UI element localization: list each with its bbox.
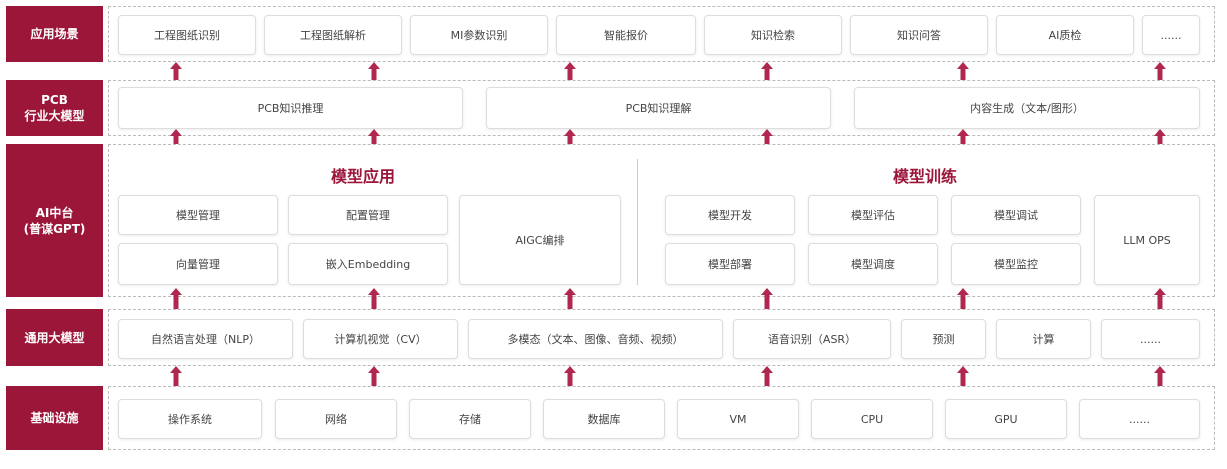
infra-box: GPU — [945, 399, 1067, 439]
model-train-box: 模型评估 — [808, 195, 938, 235]
scene-box: 工程图纸解析 — [264, 15, 402, 55]
row-label-pcb-model: PCB 行业大模型 — [6, 80, 103, 136]
row-label-ai-platform: AI中台 (普谋GPT) — [6, 144, 103, 297]
row-label-text: 基础设施 — [30, 411, 79, 425]
model-app-box: AIGC编排 — [459, 195, 621, 285]
pcb-box: PCB知识理解 — [486, 87, 831, 129]
model-train-box: 模型开发 — [665, 195, 795, 235]
ai-platform-panel: 模型应用 模型训练 模型管理 配置管理 向量管理 嵌入Embedding AIG… — [108, 144, 1215, 297]
row-label-line2: (普谋GPT) — [23, 221, 86, 236]
scene-box: 工程图纸识别 — [118, 15, 256, 55]
up-arrow-icon — [368, 62, 380, 80]
infra-box: VM — [677, 399, 799, 439]
general-model-box: 计算机视觉（CV） — [303, 319, 458, 359]
up-arrow-icon — [761, 288, 773, 309]
up-arrow-icon — [564, 288, 576, 309]
general-model-box: 预测 — [901, 319, 986, 359]
row-label-infra: 基础设施 — [6, 386, 103, 450]
up-arrow-icon — [957, 62, 969, 80]
row-label-general-model: 通用大模型 — [6, 309, 103, 366]
general-model-panel: 自然语言处理（NLP） 计算机视觉（CV） 多模态（文本、图像、音频、视频） 语… — [108, 309, 1215, 366]
up-arrow-icon — [170, 288, 182, 309]
up-arrow-icon — [957, 129, 969, 144]
model-train-box: 模型监控 — [951, 243, 1081, 285]
up-arrow-icon — [564, 62, 576, 80]
general-model-box: 多模态（文本、图像、音频、视频） — [468, 319, 723, 359]
infra-box: CPU — [811, 399, 933, 439]
row-label-line1: AI中台 — [35, 205, 74, 220]
model-train-box: 模型调试 — [951, 195, 1081, 235]
up-arrow-icon — [564, 366, 576, 386]
scene-box: AI质检 — [996, 15, 1134, 55]
row-label-line2: 行业大模型 — [24, 109, 85, 123]
pcb-box: PCB知识推理 — [118, 87, 463, 129]
pcb-box: 内容生成（文本/图形） — [854, 87, 1200, 129]
up-arrow-icon — [564, 129, 576, 144]
model-train-box: 模型调度 — [808, 243, 938, 285]
scene-box: MI参数识别 — [410, 15, 548, 55]
up-arrow-icon — [170, 129, 182, 144]
pcb-model-panel: PCB知识推理 PCB知识理解 内容生成（文本/图形） — [108, 80, 1215, 136]
infra-box: 操作系统 — [118, 399, 262, 439]
section-divider — [637, 159, 638, 285]
row-label-text: 通用大模型 — [24, 330, 85, 345]
scene-box: 知识检索 — [704, 15, 842, 55]
row-label-app-scene: 应用场景 — [6, 6, 103, 62]
up-arrow-icon — [1154, 129, 1166, 144]
scene-box: ...... — [1142, 15, 1200, 55]
infra-box: 存储 — [409, 399, 531, 439]
up-arrow-icon — [170, 62, 182, 80]
row-label-text: 应用场景 — [30, 27, 79, 41]
infra-box: 网络 — [275, 399, 397, 439]
model-app-title: 模型应用 — [331, 167, 396, 186]
infra-box: ...... — [1079, 399, 1200, 439]
row-label-line1: PCB — [41, 93, 68, 107]
infra-panel: 操作系统 网络 存储 数据库 VM CPU GPU ...... — [108, 386, 1215, 450]
model-app-box: 模型管理 — [118, 195, 278, 235]
up-arrow-icon — [761, 366, 773, 386]
model-train-box: 模型部署 — [665, 243, 795, 285]
general-model-box: 语音识别（ASR） — [733, 319, 891, 359]
up-arrow-icon — [368, 366, 380, 386]
up-arrow-icon — [761, 62, 773, 80]
up-arrow-icon — [957, 366, 969, 386]
model-app-box: 配置管理 — [288, 195, 448, 235]
up-arrow-icon — [1154, 366, 1166, 386]
model-train-title: 模型训练 — [893, 167, 958, 186]
model-train-box: LLM OPS — [1094, 195, 1200, 285]
up-arrow-icon — [170, 366, 182, 386]
model-app-box: 嵌入Embedding — [288, 243, 448, 285]
general-model-box: 计算 — [996, 319, 1091, 359]
up-arrow-icon — [957, 288, 969, 309]
general-model-box: 自然语言处理（NLP） — [118, 319, 293, 359]
up-arrow-icon — [1154, 62, 1166, 80]
up-arrow-icon — [761, 129, 773, 144]
model-app-box: 向量管理 — [118, 243, 278, 285]
scene-box: 智能报价 — [556, 15, 696, 55]
up-arrow-icon — [368, 288, 380, 309]
scene-box: 知识问答 — [850, 15, 988, 55]
up-arrow-icon — [368, 129, 380, 144]
infra-box: 数据库 — [543, 399, 665, 439]
app-scene-panel: 工程图纸识别 工程图纸解析 MI参数识别 智能报价 知识检索 知识问答 AI质检… — [108, 6, 1215, 62]
general-model-box: ...... — [1101, 319, 1200, 359]
up-arrow-icon — [1154, 288, 1166, 309]
